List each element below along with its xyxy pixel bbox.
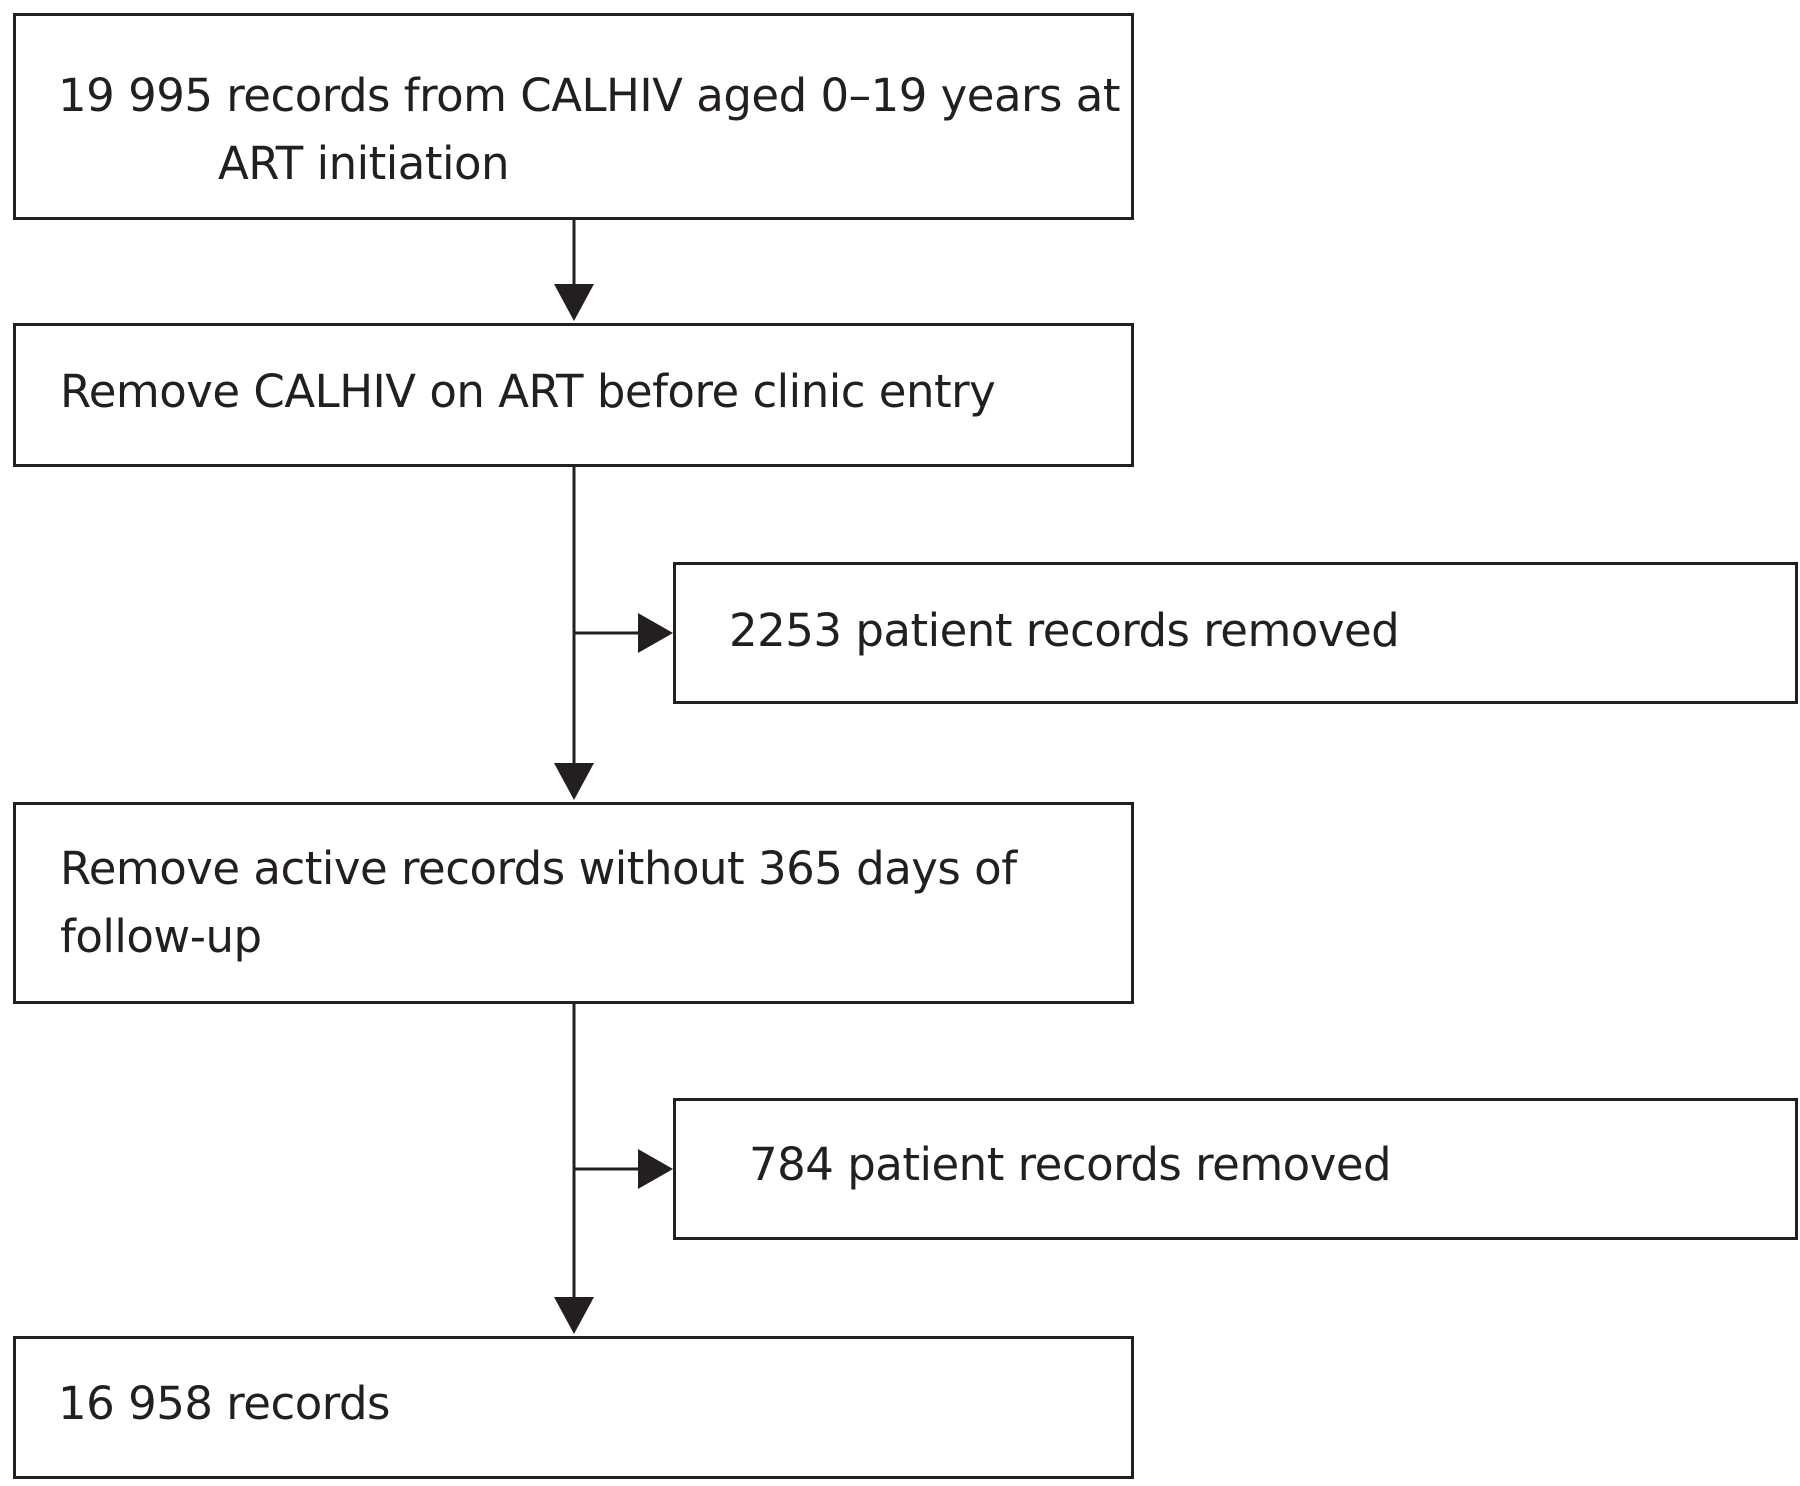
remove-active-records-line1: Remove active records without 365 days o… bbox=[60, 842, 1017, 895]
arrowhead-right-to-removed2 bbox=[638, 1149, 673, 1189]
start-records-line1: 19 995 records from CALHIV aged 0–19 yea… bbox=[58, 69, 1121, 122]
removed-records-box-1: 2253 patient records removed bbox=[673, 562, 1798, 704]
start-records-text: 19 995 records from CALHIV aged 0–19 yea… bbox=[58, 62, 1121, 198]
arrowhead-down-to-end bbox=[554, 1297, 594, 1334]
arrowhead-down-to-step1 bbox=[554, 284, 594, 321]
remove-active-records-line2: follow-up bbox=[60, 910, 262, 963]
final-records-text: 16 958 records bbox=[58, 1377, 390, 1430]
removed-records-text-1: 2253 patient records removed bbox=[729, 604, 1400, 657]
start-records-line2: ART initiation bbox=[218, 137, 510, 190]
remove-art-before-entry-box: Remove CALHIV on ART before clinic entry bbox=[13, 323, 1134, 467]
removed-records-text-2: 784 patient records removed bbox=[749, 1138, 1392, 1191]
remove-active-records-box: Remove active records without 365 days o… bbox=[13, 802, 1134, 1004]
arrowhead-down-to-step2 bbox=[554, 763, 594, 800]
removed-records-box-2: 784 patient records removed bbox=[673, 1098, 1798, 1240]
arrowhead-right-to-removed1 bbox=[638, 613, 673, 653]
start-records-box: 19 995 records from CALHIV aged 0–19 yea… bbox=[13, 13, 1134, 220]
remove-active-records-text: Remove active records without 365 days o… bbox=[60, 835, 1017, 971]
remove-art-before-entry-text: Remove CALHIV on ART before clinic entry bbox=[60, 365, 996, 418]
final-records-box: 16 958 records bbox=[13, 1336, 1134, 1479]
